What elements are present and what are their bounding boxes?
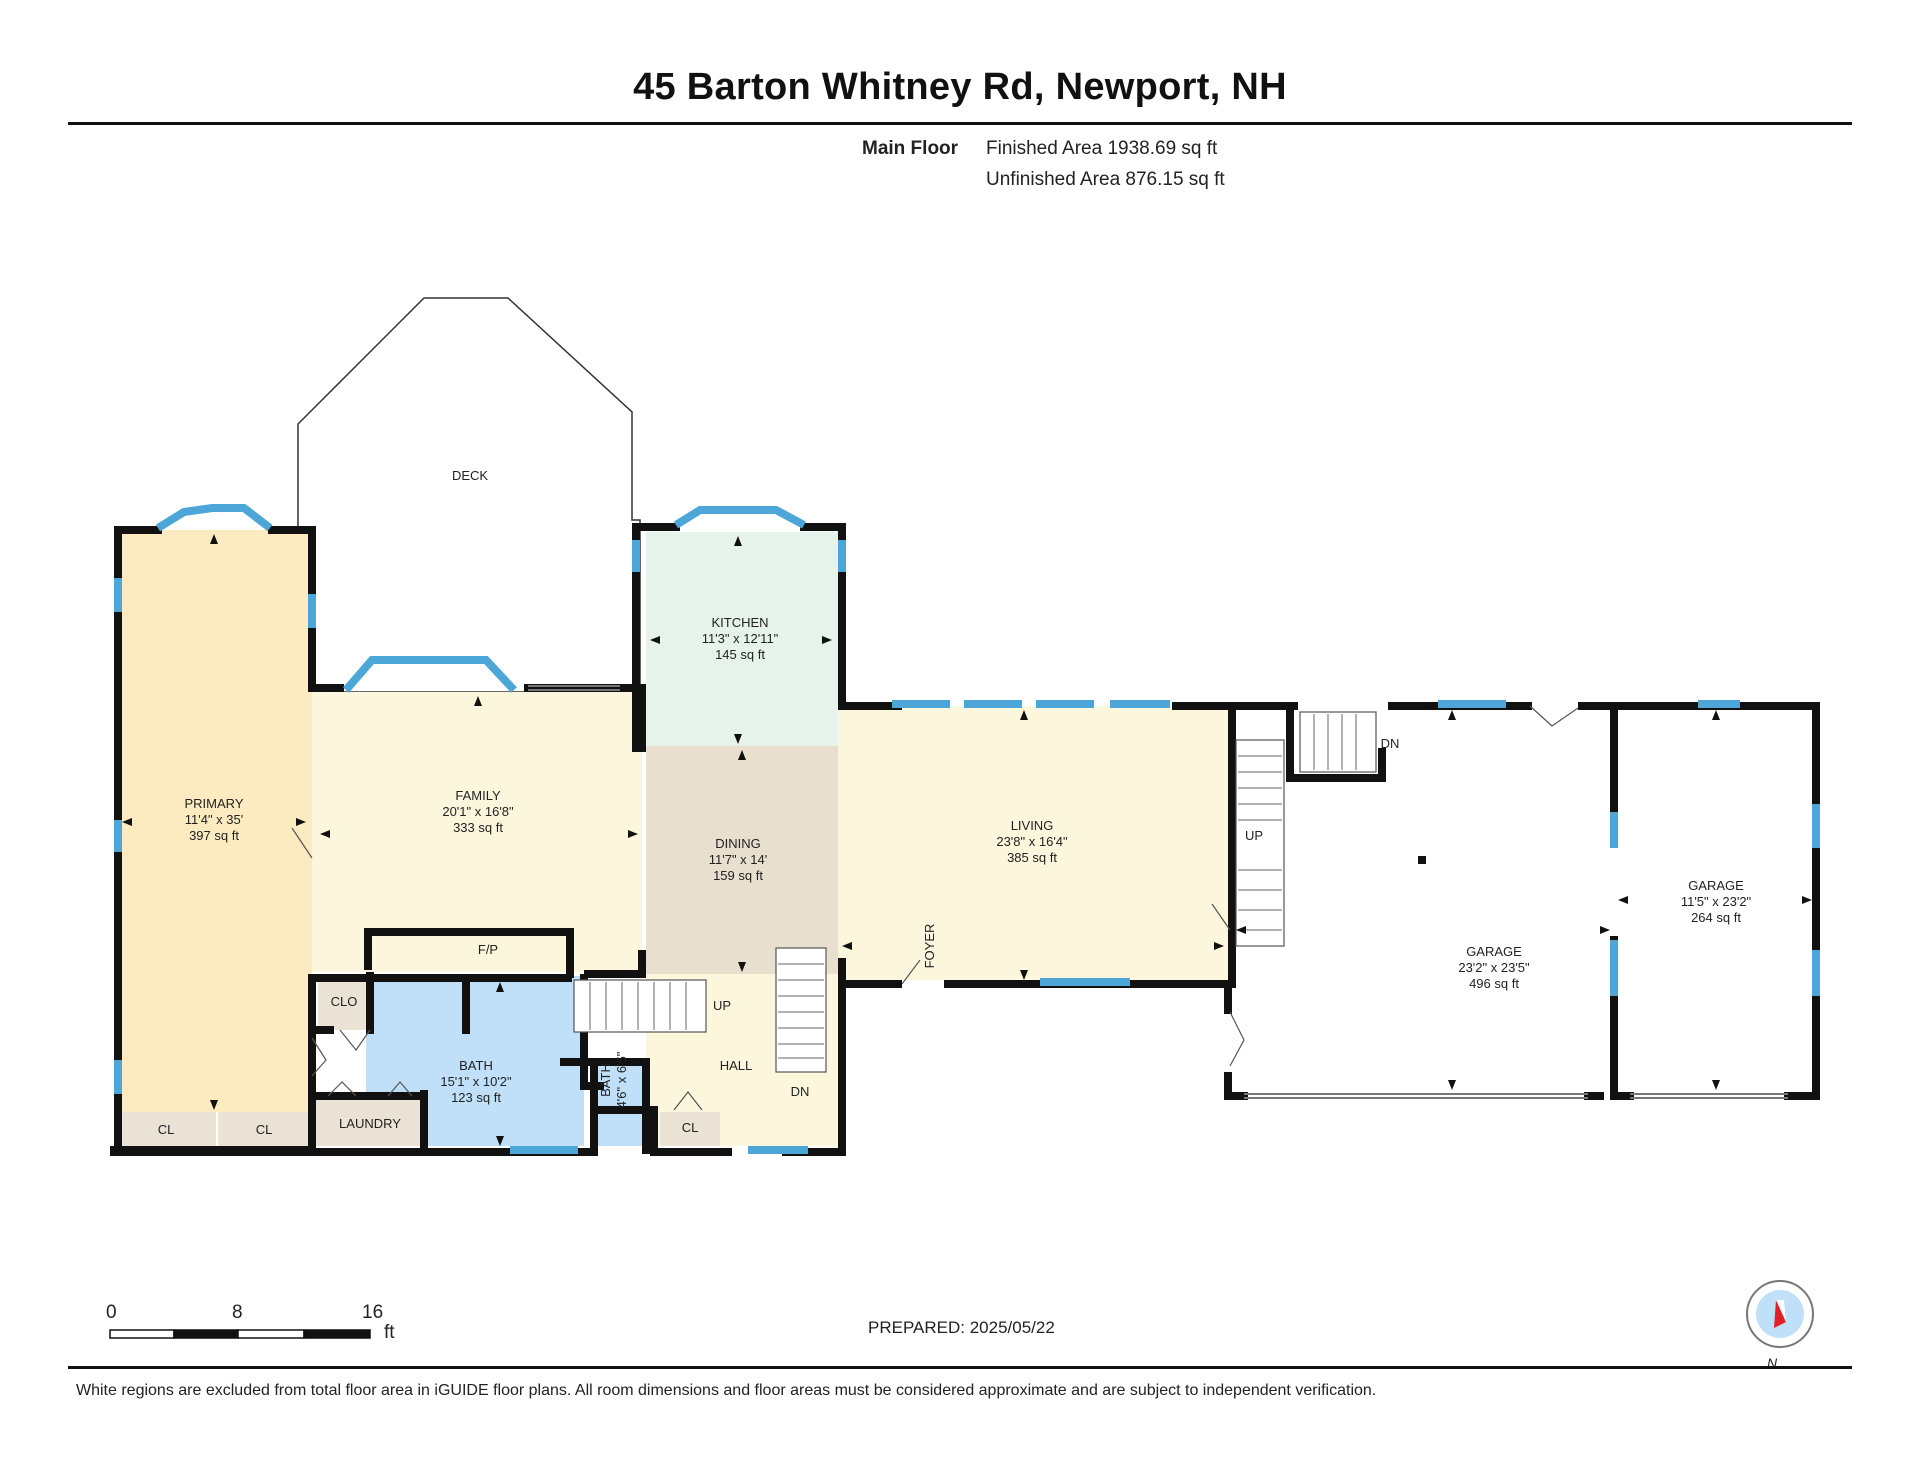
hall-label: HALL xyxy=(720,1058,753,1073)
bath-small-name: BATH xyxy=(598,1063,613,1097)
kitchen-name: KITCHEN xyxy=(711,615,768,630)
fireplace-label: F/P xyxy=(478,942,498,957)
family-area: 333 sq ft xyxy=(453,820,503,835)
plan-title: 45 Barton Whitney Rd, Newport, NH xyxy=(633,66,1287,108)
living-area: 385 sq ft xyxy=(1007,850,1057,865)
scale-unit: ft xyxy=(384,1322,395,1343)
garage-doors xyxy=(528,685,1788,1099)
living-dims: 23'8" x 16'4" xyxy=(996,834,1068,849)
primary-room xyxy=(118,530,312,1112)
closet-primary-2 xyxy=(218,1112,312,1146)
garage-side-area: 264 sq ft xyxy=(1691,910,1741,925)
prepared-date: PREPARED: 2025/05/22 xyxy=(868,1318,1055,1337)
dimension-arrows xyxy=(122,534,1812,1146)
kitchen-room xyxy=(646,532,838,746)
primary-area: 397 sq ft xyxy=(189,828,239,843)
door-swings xyxy=(291,705,1579,1111)
closet-hall xyxy=(660,1112,720,1146)
bath-small-room xyxy=(594,1064,646,1146)
deck-label: DECK xyxy=(452,468,488,483)
dining-name: DINING xyxy=(715,836,761,851)
laundry-label: LAUNDRY xyxy=(339,1116,401,1131)
scale-tick-16: 16 xyxy=(362,1302,384,1323)
windows xyxy=(114,504,1820,1154)
dn-label-1: DN xyxy=(791,1084,810,1099)
up-label-2: UP xyxy=(1245,828,1263,843)
closet-clo xyxy=(318,976,370,1030)
up-label-1: UP xyxy=(713,998,731,1013)
bath-main-name: BATH xyxy=(459,1058,493,1073)
cl-label-2: CL xyxy=(256,1122,273,1137)
compass-north-label: N xyxy=(1767,1355,1778,1371)
stairs xyxy=(573,711,1377,1073)
bath-main-dims: 15'1" x 10'2" xyxy=(440,1074,512,1089)
garage-side-dims: 11'5" x 23'2" xyxy=(1681,894,1752,909)
dn-label-2: DN xyxy=(1381,736,1400,751)
scale-bar xyxy=(109,1329,371,1339)
bath-main-area: 123 sq ft xyxy=(451,1090,501,1105)
cl-label-3: CL xyxy=(682,1120,699,1135)
disclaimer-footer: White regions are excluded from total fl… xyxy=(76,1382,1377,1399)
primary-name: PRIMARY xyxy=(185,796,244,811)
primary-dims: 11'4" x 35' xyxy=(185,812,244,827)
closet-primary-1 xyxy=(120,1112,216,1146)
garage-main-area: 496 sq ft xyxy=(1469,976,1519,991)
unfinished-area: Unfinished Area 876.15 sq ft xyxy=(986,169,1225,190)
laundry-room xyxy=(316,1100,424,1146)
garage-side-name: GARAGE xyxy=(1688,878,1744,893)
kitchen-dims: 11'3" x 12'11" xyxy=(702,631,779,646)
floor-label: Main Floor xyxy=(862,138,959,159)
kitchen-area: 145 sq ft xyxy=(715,647,765,662)
dining-room xyxy=(646,746,838,974)
bottom-rule xyxy=(68,1366,1852,1369)
scale-tick-0: 0 xyxy=(106,1302,117,1323)
finished-area: Finished Area 1938.69 sq ft xyxy=(986,138,1218,159)
family-name: FAMILY xyxy=(455,788,501,803)
compass-icon xyxy=(1746,1280,1814,1348)
top-rule xyxy=(68,122,1852,125)
dining-area: 159 sq ft xyxy=(713,868,763,883)
foyer-label: FOYER xyxy=(922,924,937,969)
family-dims: 20'1" x 16'8" xyxy=(442,804,514,819)
family-room xyxy=(312,692,642,972)
bath-small-dims: 4'6" x 6'5" xyxy=(614,1051,629,1108)
living-name: LIVING xyxy=(1011,818,1054,833)
garage-main-dims: 23'2" x 23'5" xyxy=(1458,960,1530,975)
scale-tick-8: 8 xyxy=(232,1302,243,1323)
living-room xyxy=(838,706,1228,980)
dining-dims: 11'7" x 14' xyxy=(709,852,768,867)
stair-treads xyxy=(589,714,1357,1059)
clo-label: CLO xyxy=(331,994,358,1009)
cl-label-1: CL xyxy=(158,1122,175,1137)
garage-main-name: GARAGE xyxy=(1466,944,1522,959)
